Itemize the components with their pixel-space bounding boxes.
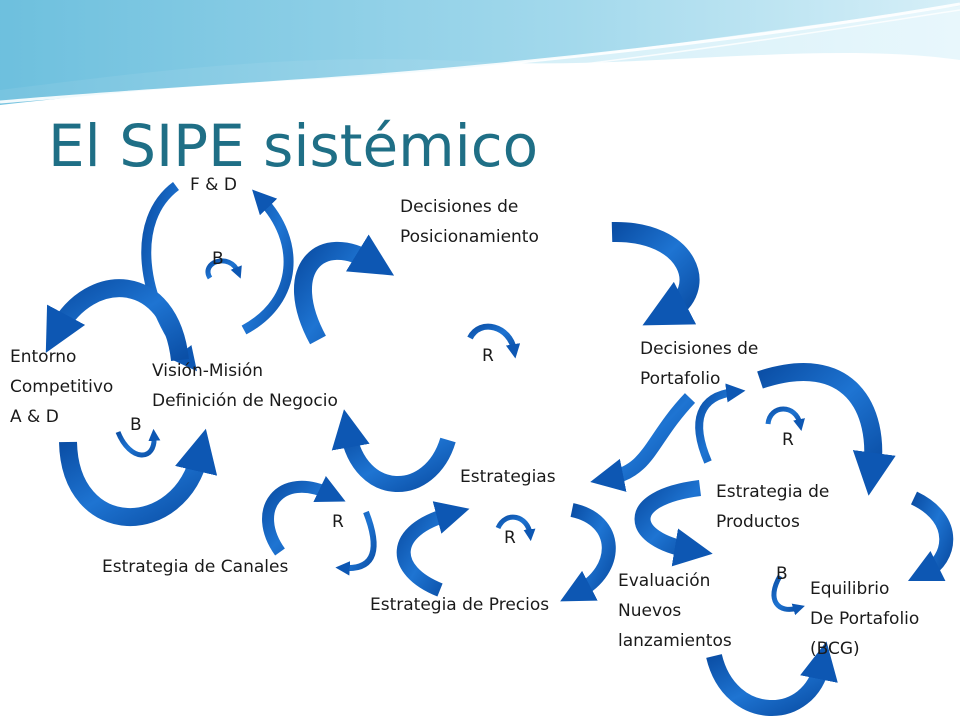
arrow-r-portafolio-icon (765, 406, 805, 432)
arrow-equilibrio-loop-icon (907, 491, 954, 582)
node-vision-mision: Visión-Misión Definición de Negocio (152, 361, 338, 411)
arrow-b-top-icon (205, 258, 242, 280)
arrow-posicionamiento-to-portafolio-icon (611, 221, 700, 326)
arrow-portafolio-to-equilibrio-icon (757, 363, 896, 496)
loop-tag-r-center: R (482, 346, 494, 366)
loop-tag-r-precios: R (504, 528, 516, 548)
arrow-b-left-icon (115, 428, 161, 458)
arrow-r-center-icon (467, 323, 521, 359)
node-estrategia-productos: Estrategia de Productos (716, 482, 830, 532)
arrow-portafolio-to-estrategias-icon (590, 393, 696, 492)
arrow-productos-to-evaluacion-icon (634, 480, 713, 567)
loop-tag-b-bottom: B (776, 564, 788, 584)
arrow-estrategias-to-vision-icon (331, 409, 456, 492)
arrow-vision-to-posicionamiento-icon (294, 234, 395, 345)
loop-tag-b-top: B (212, 249, 224, 269)
loop-tag-b-left: B (130, 415, 142, 435)
node-equilibrio-portafolio: Equilibrio De Portafolio (BCG) (810, 579, 920, 659)
arrow-precios-loop-icon (396, 501, 470, 597)
arrow-portafolio-loop-icon (695, 383, 746, 464)
node-estrategia-precios: Estrategia de Precios (370, 595, 550, 615)
node-decisiones-posicionamiento: Decisiones de Posicionamiento (400, 197, 539, 247)
arrow-r-precios-icon (495, 514, 536, 542)
loop-tag-fd: F & D (190, 175, 237, 195)
node-estrategias: Estrategias (460, 467, 556, 487)
header-wave-decoration (0, 0, 960, 109)
slide-title: El SIPE sistémico (48, 112, 539, 180)
node-decisiones-portafolio: Decisiones de Portafolio (640, 339, 759, 389)
node-evaluacion-lanzamientos: Evaluación Nuevos lanzamientos (618, 571, 732, 651)
loop-tag-r-canales: R (332, 512, 344, 532)
arrow-estrategias-to-evaluacion-icon (560, 503, 616, 602)
node-estrategia-canales: Estrategia de Canales (102, 557, 289, 577)
arrow-entorno-to-b-left-icon (59, 428, 218, 526)
arrow-canales-loop-icon (262, 476, 346, 556)
arrow-vision-to-entorno-icon (45, 279, 189, 362)
arrow-r-canales-icon (335, 510, 377, 576)
arrow-evaluacion-to-equilibrio-icon (706, 641, 838, 716)
arrow-b-bottom-icon (771, 574, 805, 616)
arrow-vision-to-fd-icon (241, 189, 294, 335)
loop-tag-r-portafolio: R (782, 430, 794, 450)
node-entorno-competitivo: Entorno Competitivo A & D (10, 347, 114, 427)
